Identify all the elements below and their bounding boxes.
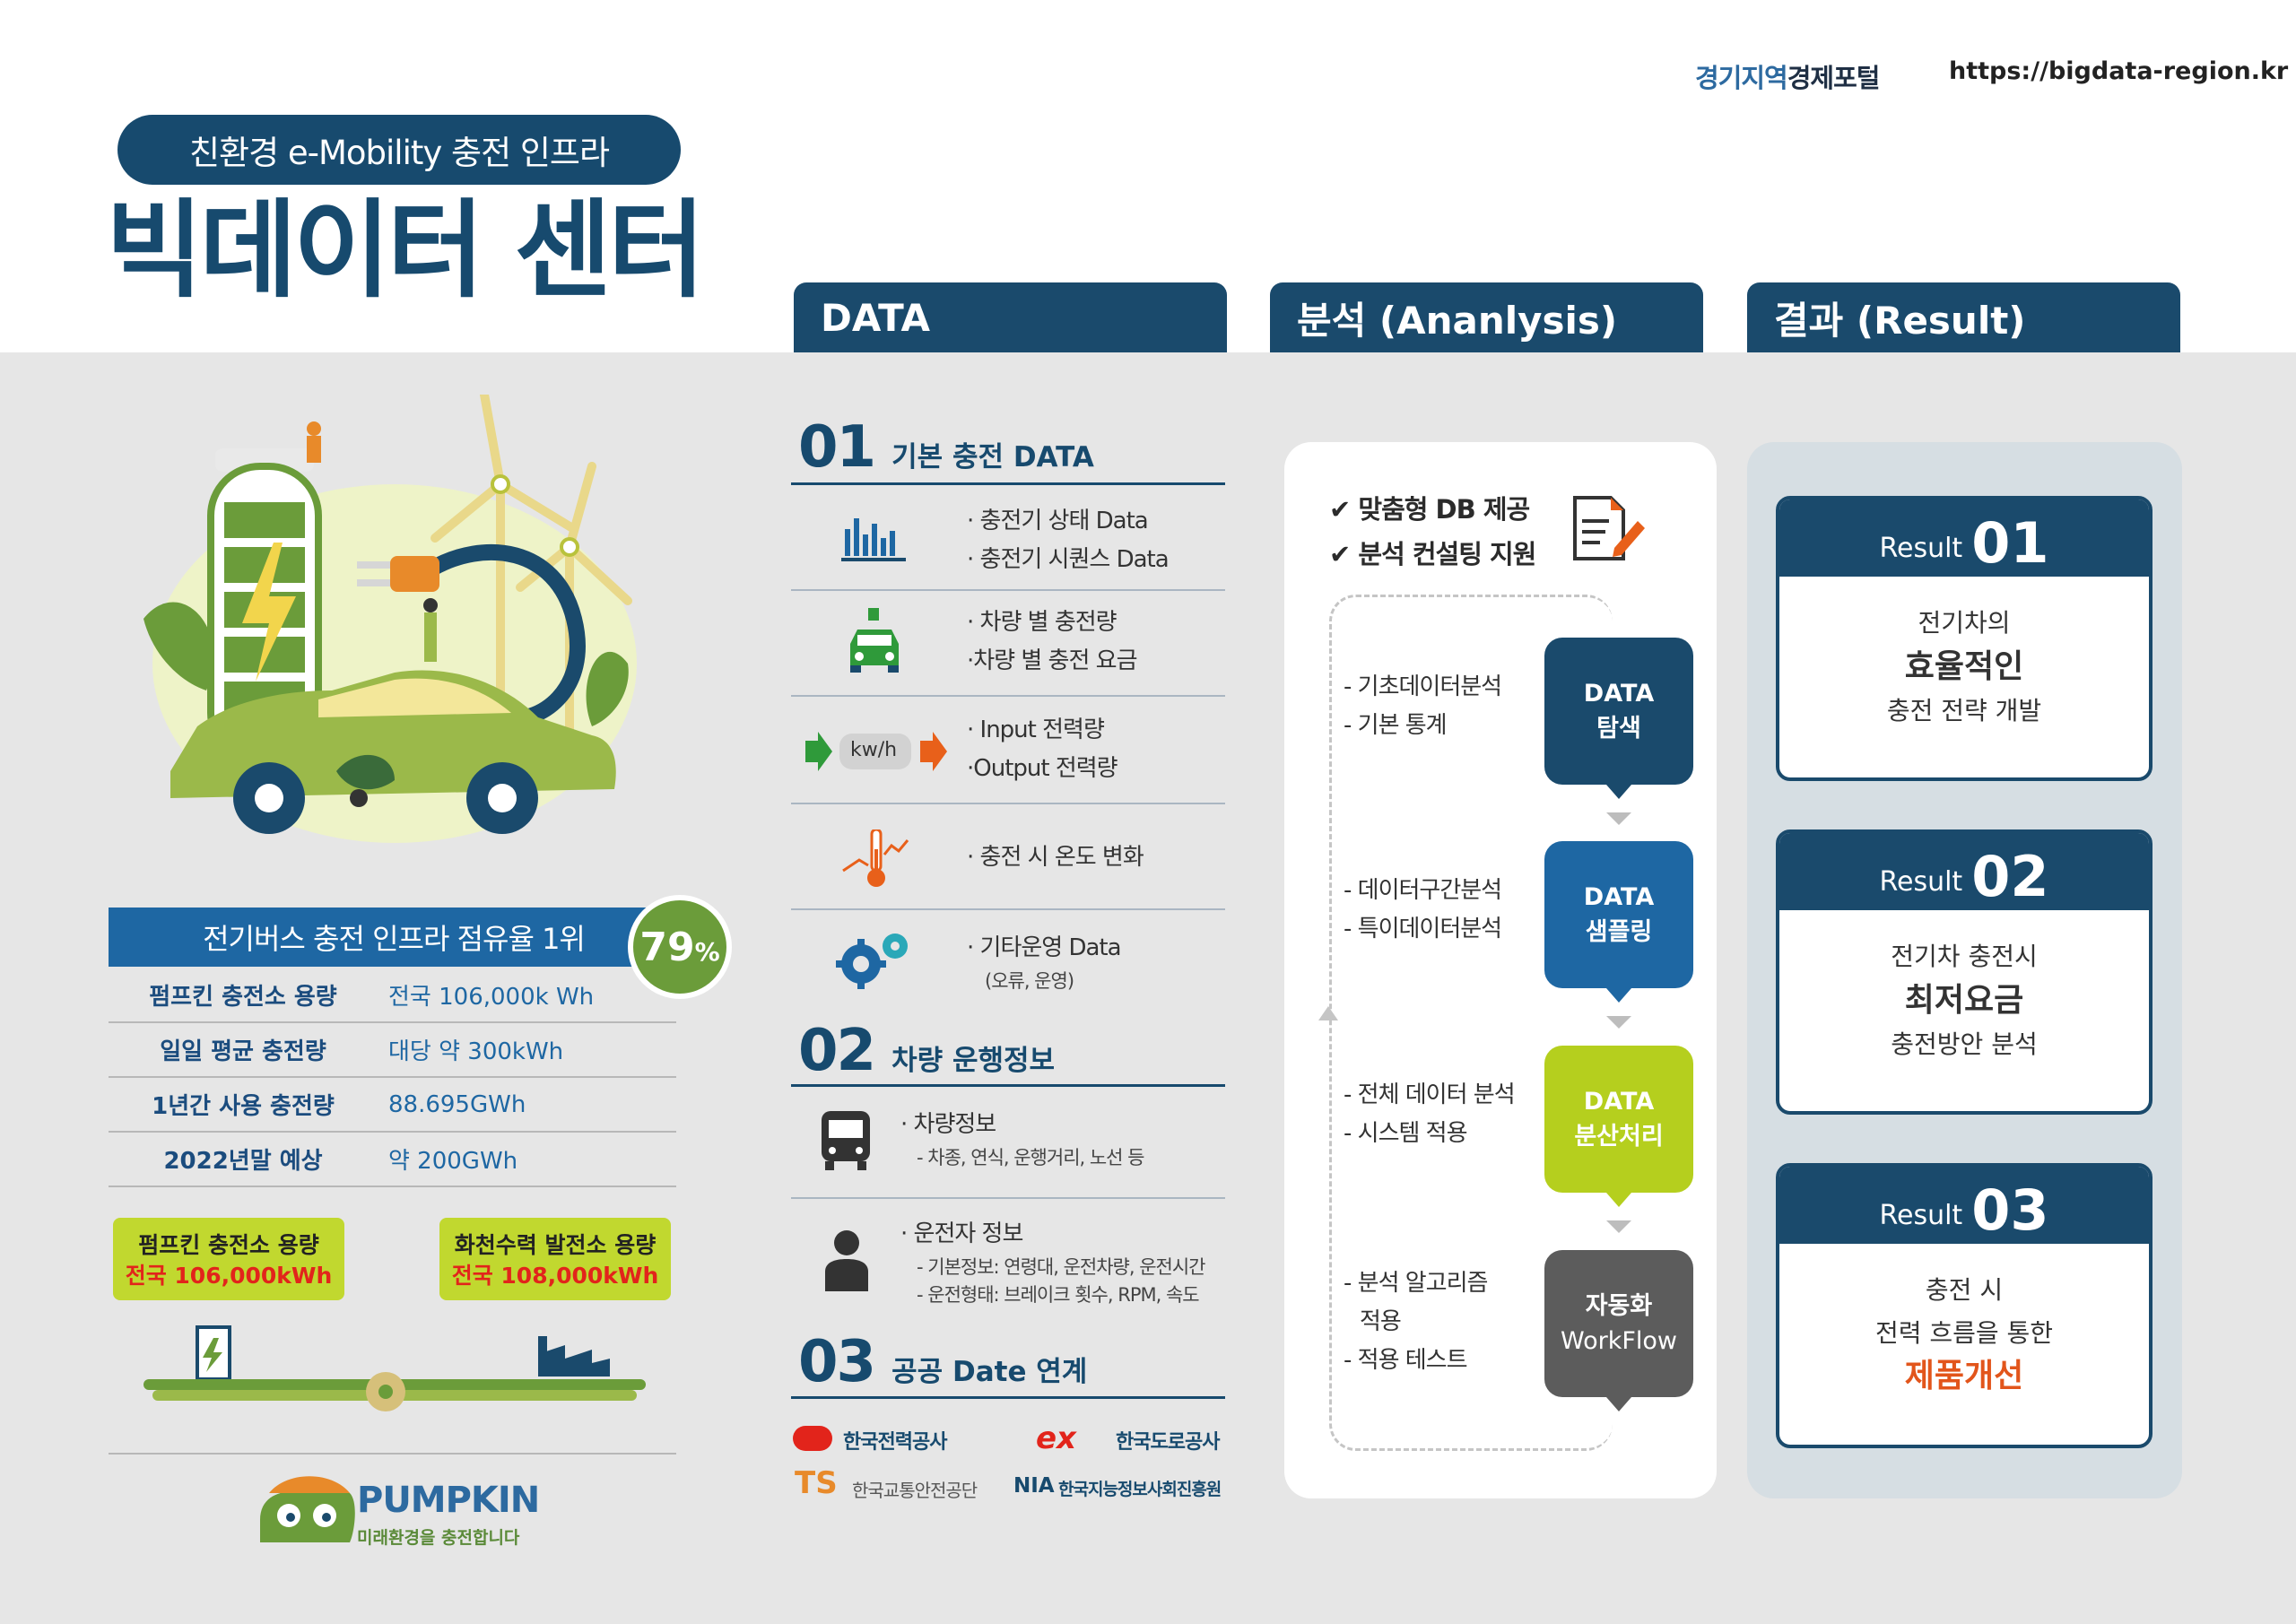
section-divider — [791, 1084, 1225, 1087]
brand-tagline: 미래환경을 충전합니다 — [357, 1528, 520, 1548]
arrow-down-icon — [1606, 812, 1631, 825]
logo-ts: 한국교통안전공단 — [852, 1480, 978, 1501]
callout-pumpkin-capacity: 펌프킨 충전소 용량 전국 106,000kWh — [113, 1218, 344, 1300]
check-item: ✔ 분석 컨설팅 지원 — [1329, 539, 1536, 569]
ev-charging-car-icon — [850, 608, 899, 673]
data-item: · 차량정보- 차종, 연식, 운행거리, 노선 등 — [900, 1111, 1144, 1168]
check-item: ✔ 맞춤형 DB 제공 — [1329, 494, 1530, 525]
page-title: 빅데이터 센터 — [106, 188, 705, 312]
divider — [109, 1453, 676, 1455]
ev-charging-illustration — [144, 395, 637, 843]
arrow-down-icon — [1606, 1193, 1631, 1207]
driver-person-icon — [825, 1230, 868, 1291]
stats-headline: 전기버스 충전 인프라 점유율 1위 — [109, 908, 679, 967]
arrow-down-icon — [1606, 785, 1631, 799]
section-03-header: 03 공공 Date 연계 — [798, 1329, 1088, 1395]
logo-nia: 한국지능정보사회진흥원 — [1058, 1480, 1222, 1499]
arrow-down-icon — [1606, 1397, 1631, 1411]
arrow-down-icon — [1606, 1220, 1631, 1233]
section-divider — [791, 482, 1225, 485]
logo-kepco: 한국전력공사 — [843, 1431, 947, 1454]
row-divider — [791, 1197, 1225, 1199]
row-divider — [791, 589, 1225, 591]
site-url[interactable]: https://bigdata-region.kr — [1949, 57, 2289, 85]
kwh-label: kw/h — [850, 739, 898, 761]
analysis-step-desc: - 데이터구간분석- 특이데이터분석 — [1344, 877, 1502, 942]
column-header-result: 결과 (Result) — [1747, 282, 2180, 352]
column-header-analysis: 분석 (Ananlysis) — [1270, 282, 1703, 352]
column-header-data: DATA — [794, 282, 1227, 352]
row-divider — [791, 695, 1225, 697]
section-01-header: 01 기본 충전 DATA — [798, 414, 1094, 481]
row-divider — [791, 908, 1225, 910]
data-item: · 운전자 정보- 기본정보: 연령대, 운전차량, 운전시간- 운전형태: 브… — [900, 1220, 1206, 1307]
arrow-down-icon — [1606, 1016, 1631, 1029]
workflow-loop-outline — [1329, 595, 1613, 1451]
loop-arrow-icon — [1318, 1006, 1338, 1020]
logo-korea-expressway: 한국도로공사 — [1116, 1431, 1220, 1454]
data-item: · Input 전력량·Output 전력량 — [967, 716, 1118, 782]
section-02-header: 02 차량 운행정보 — [798, 1018, 1056, 1084]
analysis-step-desc: - 전체 데이터 분석- 시스템 적용 — [1344, 1081, 1516, 1147]
data-item: · 충전 시 온도 변화 — [967, 844, 1144, 871]
data-item: · 충전기 상태 Data· 충전기 시퀀스 Data — [967, 508, 1170, 573]
gears-icon — [836, 934, 908, 989]
share-badge: 79% — [628, 895, 732, 999]
subtitle-pill: 친환경 e-Mobility 충전 인프라 — [117, 115, 681, 185]
thermometer-icon — [842, 829, 909, 887]
analysis-step-desc: - 기초데이터분석- 기본 통계 — [1344, 673, 1502, 739]
nia-logo-icon: NIA — [1013, 1474, 1055, 1498]
pumpkin-logo-icon — [260, 1476, 355, 1542]
section-divider — [791, 1396, 1225, 1399]
callout-hydro-capacity: 화천수력 발전소 용량 전국 108,000kWh — [439, 1218, 671, 1300]
document-edit-icon — [1573, 496, 1645, 560]
ts-logo-icon: TS — [795, 1465, 838, 1501]
bus-icon — [822, 1111, 870, 1170]
kepco-logo-icon — [793, 1426, 832, 1451]
power-flow-icon — [805, 732, 947, 771]
data-item: · 차량 별 충전량·차량 별 충전 요금 — [967, 609, 1137, 674]
ex-logo-icon: ex — [1036, 1420, 1076, 1456]
portal-name[interactable]: 경기지역경제포털 — [1695, 63, 1880, 93]
data-item: · 기타운영 Data(오류, 운영) — [967, 934, 1122, 992]
bar-chart-icon — [841, 518, 906, 561]
row-divider — [791, 803, 1225, 804]
arrow-down-icon — [1606, 988, 1631, 1003]
brand-name: PUMPKIN — [357, 1480, 540, 1521]
balance-scale-icon — [144, 1325, 646, 1411]
